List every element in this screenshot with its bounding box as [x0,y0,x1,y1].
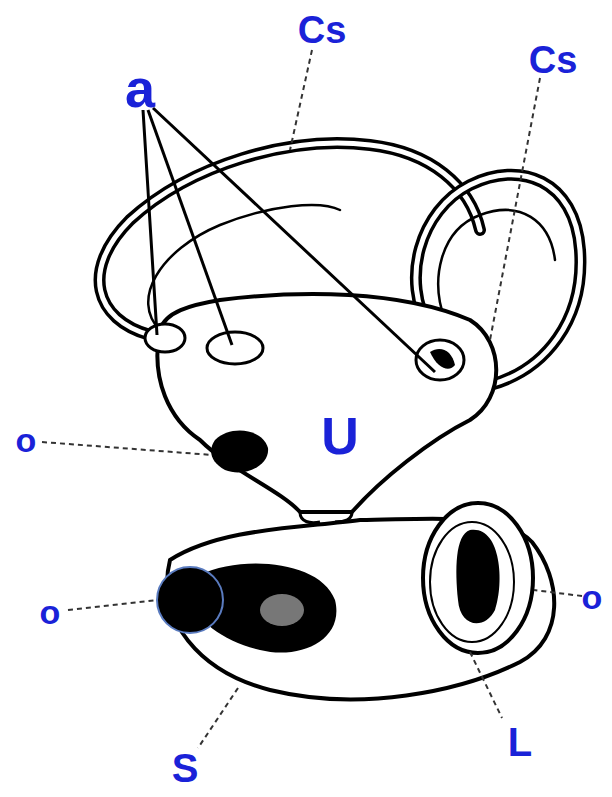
leader-lines [143,108,435,372]
dashed-leaders [42,50,582,748]
crista [430,349,455,369]
part-label: o [16,423,37,457]
part-label: S [172,748,199,788]
neck [300,512,352,523]
macula [456,530,499,624]
lagena [423,503,533,653]
marker-dot [157,567,223,633]
macula [211,431,268,473]
lagena-inner [430,522,514,642]
ampullae [145,324,464,380]
part-label: o [40,595,61,629]
part-label: o [582,580,603,614]
macula-center [260,594,304,626]
semicircular-canal [416,175,581,385]
part-label: Cs [298,11,347,49]
utricle [157,294,496,512]
part-label: a [125,61,155,115]
part-label: L [508,722,532,762]
part-label: Cs [529,41,578,79]
part-label: U [321,410,359,462]
